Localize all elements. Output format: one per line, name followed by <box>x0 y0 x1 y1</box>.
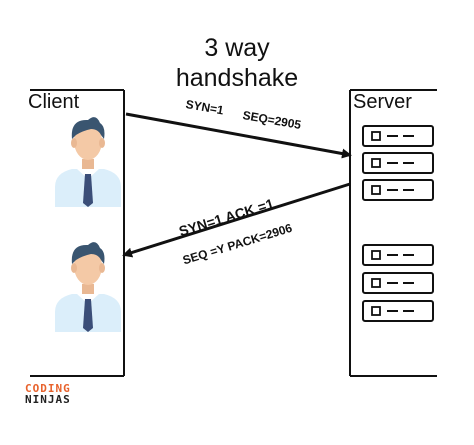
diagram-title-line1: 3 way <box>204 34 270 62</box>
client-label: Client <box>28 91 80 113</box>
coding-ninjas-logo: CODING NINJAS <box>25 383 71 405</box>
syn-arrow <box>125 112 352 159</box>
server-label: Server <box>353 91 412 113</box>
person-icon <box>55 117 121 207</box>
client-bracket <box>30 89 125 377</box>
server-rack-icon <box>362 125 434 201</box>
logo-line2: NINJAS <box>25 393 71 406</box>
syn-ack-arrow <box>122 182 351 258</box>
logo-line1: CODING <box>25 382 71 395</box>
diagram-title-line2: handshake <box>175 64 299 92</box>
person-icon <box>55 242 121 332</box>
server-bracket <box>349 89 437 377</box>
server-rack-icon <box>362 244 434 322</box>
